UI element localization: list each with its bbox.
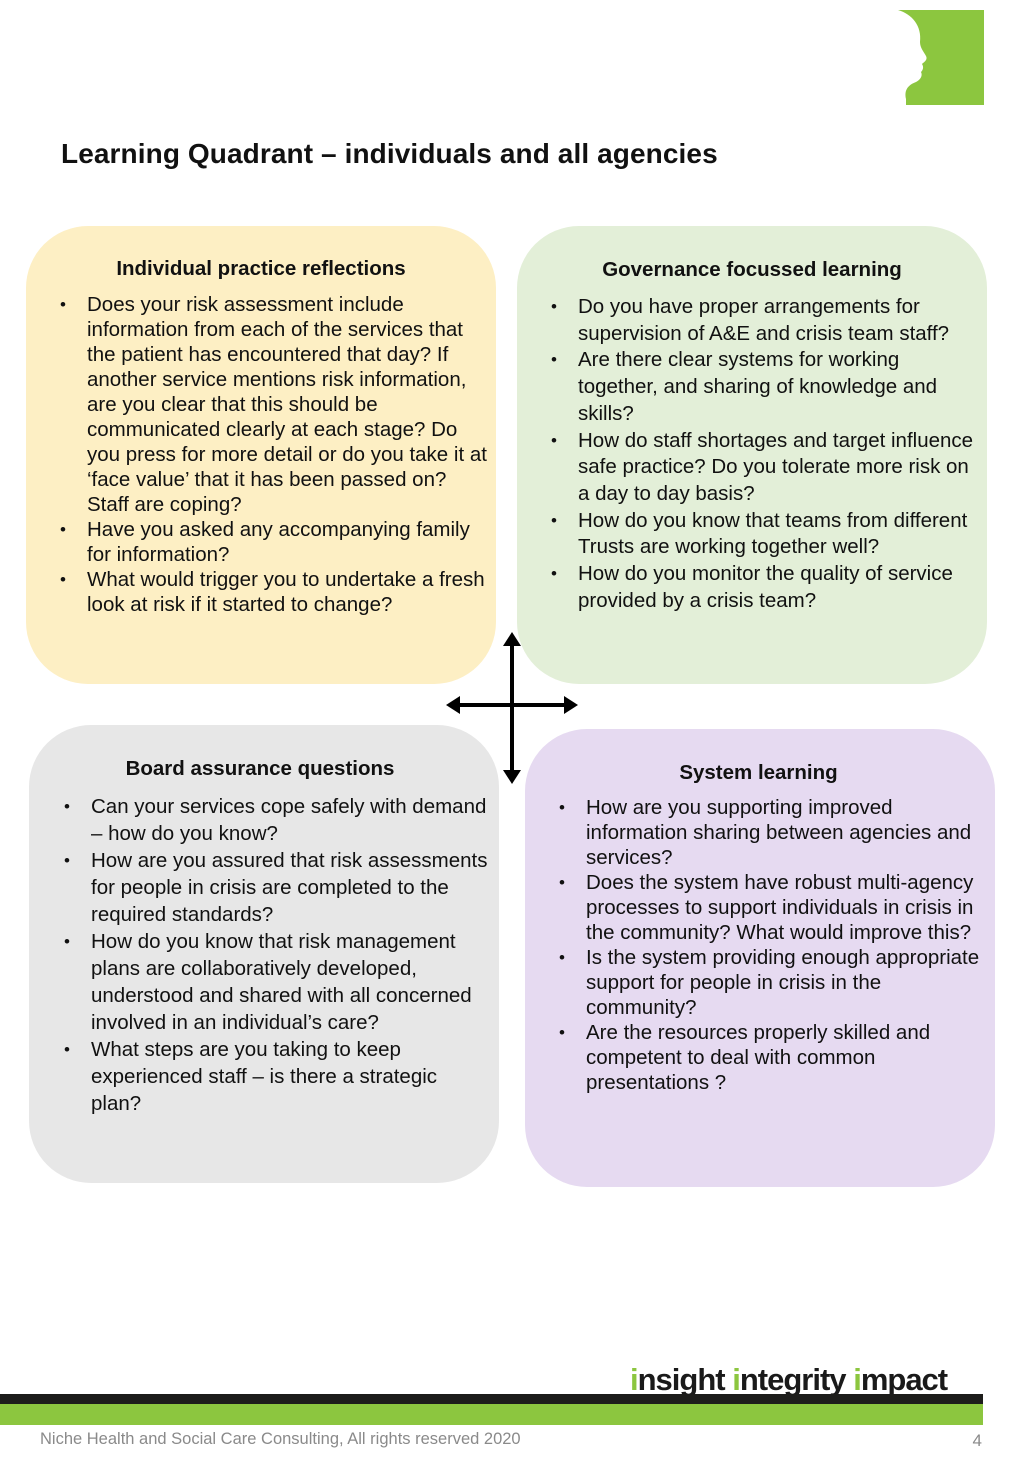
four-way-arrow-icon: [446, 632, 578, 784]
list-item: •What would trigger you to undertake a f…: [60, 568, 485, 616]
tagline-word: impact: [853, 1362, 948, 1397]
quadrant-title: Board assurance questions: [125, 757, 395, 780]
list-item: •Have you asked any accompanying family …: [60, 518, 470, 566]
quadrant-list: •Can your services cope safely with dema…: [64, 793, 491, 1117]
bullet-icon: •: [64, 932, 70, 951]
page-number: 4: [972, 1431, 982, 1450]
bullet-icon: •: [64, 1040, 70, 1059]
list-item: •How do you know that risk management pl…: [64, 930, 472, 1034]
footer-band-green: [0, 1404, 983, 1425]
quadrant-system-learning: System learning •How are you supporting …: [525, 729, 995, 1187]
bullet-icon: •: [551, 430, 557, 450]
brand-tagline: insight integrity impact: [630, 1362, 948, 1398]
bullet-icon: •: [559, 798, 565, 817]
page-title: Learning Quadrant – individuals and all …: [61, 138, 718, 169]
tagline-word: integrity: [732, 1362, 846, 1397]
bullet-icon: •: [60, 570, 66, 589]
quadrant-title: Individual practice reflections: [116, 257, 406, 280]
bullet-icon: •: [559, 873, 565, 892]
quadrant-title: System learning: [679, 761, 838, 784]
head-profile-icon: [890, 10, 984, 105]
list-item: •What steps are you taking to keep exper…: [64, 1038, 438, 1115]
quadrant-title: Governance focussed learning: [602, 258, 902, 281]
tagline-word: insight: [630, 1362, 726, 1397]
bullet-icon: •: [559, 1023, 565, 1042]
bullet-icon: •: [60, 295, 66, 314]
list-item: •How are you supporting improved informa…: [559, 796, 972, 869]
quadrant-individual-practice: Individual practice reflections •Does yo…: [26, 226, 496, 684]
quadrant-list: •How are you supporting improved informa…: [559, 795, 986, 1095]
quadrant-list: •Does your risk assessment include infor…: [60, 292, 487, 617]
quadrant-board-assurance: Board assurance questions •Can your serv…: [29, 725, 499, 1183]
bullet-icon: •: [551, 350, 557, 370]
bullet-icon: •: [559, 948, 565, 967]
bullet-icon: •: [551, 510, 557, 530]
list-item: •How are you assured that risk assessmen…: [64, 849, 488, 926]
bullet-icon: •: [64, 797, 70, 816]
list-item: •Are there clear systems for working tog…: [551, 348, 938, 425]
bullet-icon: •: [551, 564, 557, 584]
list-item: •Do you have proper arrangements for sup…: [551, 295, 950, 345]
bullet-icon: •: [64, 851, 70, 870]
list-item: •Are the resources properly skilled and …: [559, 1021, 931, 1094]
list-item: •How do staff shortages and target influ…: [551, 428, 974, 505]
bullet-icon: •: [551, 297, 557, 316]
footer-copyright: Niche Health and Social Care Consulting,…: [40, 1430, 521, 1448]
list-item: •How do you monitor the quality of servi…: [551, 562, 953, 612]
list-item: •Does your risk assessment include infor…: [60, 293, 487, 516]
list-item: •How do you know that teams from differe…: [551, 508, 968, 559]
list-item: •Is the system providing enough appropri…: [559, 946, 980, 1019]
list-item: •Does the system have robust multi-agenc…: [559, 871, 974, 944]
quadrant-governance-learning: Governance focussed learning •Do you hav…: [517, 226, 987, 684]
footer-band-dark: [0, 1394, 983, 1404]
quadrant-list: •Do you have proper arrangements for sup…: [551, 294, 978, 614]
list-item: •Can your services cope safely with dema…: [64, 795, 487, 845]
bullet-icon: •: [60, 520, 66, 539]
